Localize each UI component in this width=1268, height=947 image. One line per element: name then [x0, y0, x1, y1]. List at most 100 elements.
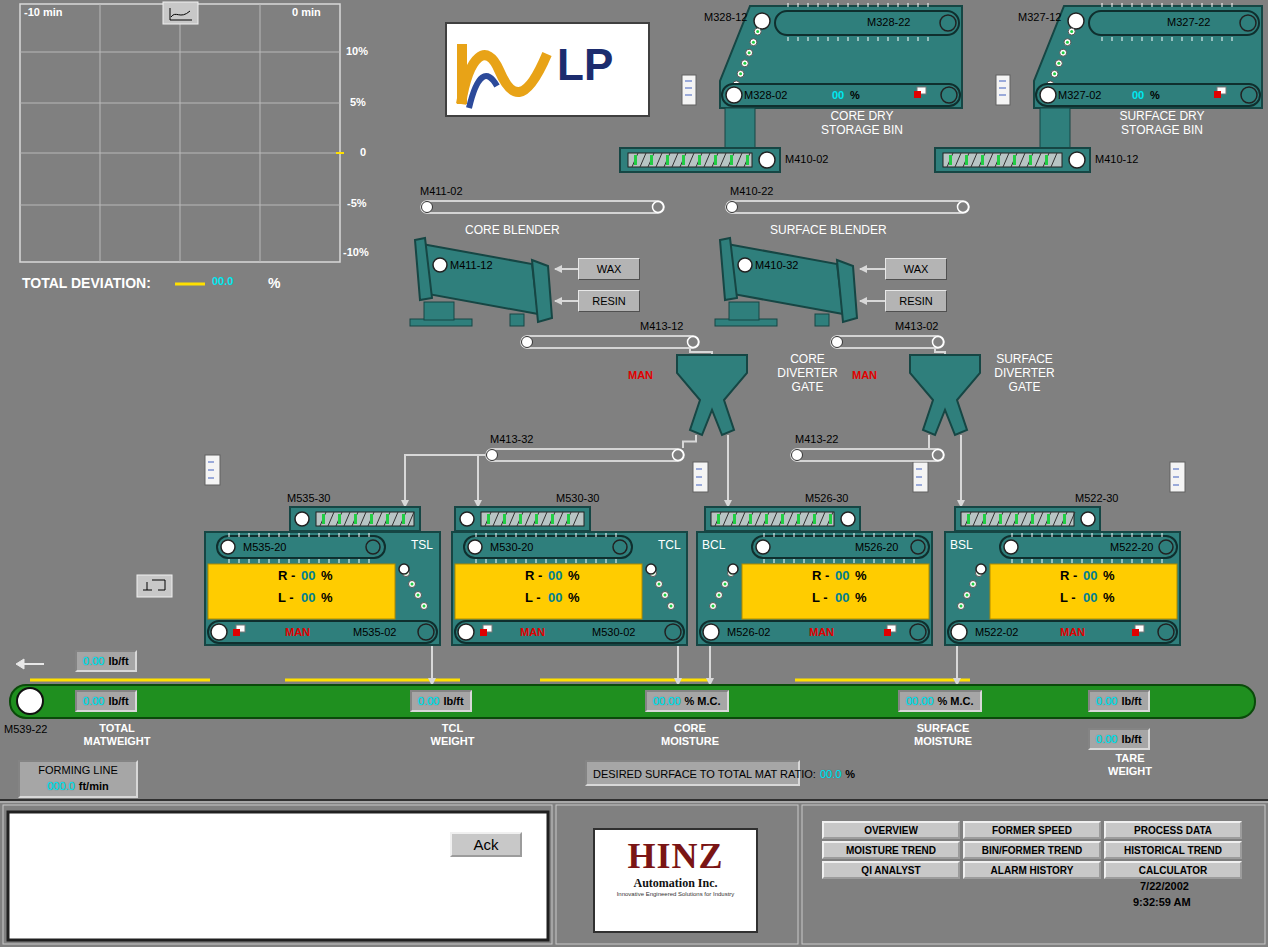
node-text: M327-22: [1167, 16, 1210, 29]
screen-label: -5%: [347, 197, 367, 210]
node-text: %: [568, 591, 580, 606]
node-text: L -: [812, 591, 828, 606]
node-text: 00: [548, 591, 562, 606]
node-text: 0.00: [1096, 695, 1117, 707]
conveyor-belt: M413-32: [485, 448, 685, 462]
flow-line: [928, 435, 930, 448]
node-text: MAN: [809, 626, 834, 639]
node-text: 000.0: [47, 780, 75, 792]
node-text: BSL: [950, 539, 973, 553]
nav-button: FORMER SPEED: [963, 821, 1101, 839]
node-text: HINZ: [597, 838, 754, 876]
node-text: 00.0: [820, 768, 841, 780]
additive-box: WAX: [885, 258, 947, 280]
screen-label: TOTAL DEVIATION:: [22, 275, 151, 291]
node-text: R -: [812, 569, 829, 584]
node-text: M413-22: [795, 433, 838, 446]
node-text: WAX: [904, 263, 929, 275]
node-text: 00: [1083, 569, 1097, 584]
node-text: M413-12: [640, 320, 683, 333]
screen-label: 0 min: [292, 6, 321, 19]
screen-label: 0: [360, 146, 366, 159]
screen-label: -10%: [343, 246, 369, 259]
flow-line: [683, 435, 696, 448]
direction-arrow: [16, 659, 44, 669]
node-text: %: [568, 569, 580, 584]
additive-box: WAX: [578, 258, 640, 280]
node-text: lb/ft: [443, 695, 463, 707]
node-text: SURFACE DRY STORAGE BIN: [1112, 110, 1212, 138]
additive-box: RESIN: [578, 290, 640, 312]
node-text: M522-02: [975, 626, 1018, 639]
flow-line: [405, 455, 485, 507]
node-text: 00: [301, 591, 315, 606]
screen-label: CORE MOISTURE: [650, 722, 730, 747]
metering-screw: M410-02: [620, 148, 780, 172]
node-text: MAN: [285, 626, 310, 639]
node-text: 00: [1083, 591, 1097, 606]
node-text: 00.00: [906, 695, 934, 707]
trend-graph: [20, 4, 344, 262]
node-text: ALARM HISTORY: [991, 865, 1074, 876]
node-text: M526-02: [727, 626, 770, 639]
shape: [520, 335, 700, 349]
node-text: MAN: [852, 369, 877, 382]
node-text: 00: [548, 569, 562, 584]
shape: [790, 448, 945, 462]
node-text: M410-12: [1095, 153, 1138, 166]
ratio-display: DESIRED SURFACE TO TOTAL MAT RATIO:00.0%: [585, 760, 800, 786]
shape: [620, 148, 780, 172]
speed-display: FORMING LINE000.0ft/min: [18, 760, 138, 798]
node-text: 00: [1132, 89, 1144, 102]
node-text: DESIRED SURFACE TO TOTAL MAT RATIO:: [593, 768, 816, 780]
node-text: R -: [525, 569, 542, 584]
storage-bin: M327-12M327-22M327-0200%SURFACE DRY STOR…: [994, 3, 1264, 128]
node-text: 00.00: [653, 695, 681, 707]
node-text: % M.C.: [938, 695, 974, 707]
node-text: 0.00: [1096, 733, 1117, 745]
nav-button: MOISTURE TREND: [822, 841, 960, 859]
node-text: FORMER SPEED: [992, 825, 1072, 836]
flow-line: [727, 435, 729, 507]
node-text: TCL: [658, 539, 681, 553]
node-text: 00: [835, 591, 849, 606]
screen-label: 5%: [350, 96, 366, 109]
node-text: M410-02: [785, 153, 828, 166]
former-button: [137, 575, 172, 597]
node-text: SURFACE BLENDER: [770, 224, 887, 238]
shape: [485, 448, 685, 462]
value-display: 0.00lb/ft: [75, 650, 137, 672]
node-text: M410-32: [755, 259, 798, 272]
node-text: M522-20: [1110, 541, 1153, 554]
screen-label: 7/22/2002: [1140, 880, 1189, 893]
node-text: QI ANALYST: [861, 865, 920, 876]
node-text: TSL: [411, 539, 433, 553]
node-text: 0.00: [83, 655, 104, 667]
node-text: BIN/FORMER TREND: [982, 845, 1083, 856]
node-text: %: [850, 89, 860, 102]
diverter-gate: MANSURFACE DIVERTER GATE: [905, 355, 985, 435]
nav-button: HISTORICAL TREND: [1104, 841, 1242, 859]
node-text: M535-02: [353, 626, 396, 639]
screen-label: TARE WEIGHT: [1100, 752, 1160, 777]
node-text: 00: [832, 89, 844, 102]
node-text: OVERVIEW: [864, 825, 918, 836]
flow-line: [956, 645, 958, 685]
node-text: BCL: [702, 539, 725, 553]
node-text: M411-02: [420, 185, 463, 198]
former-bin: M526-30BCLM526-20R -00%L -00%MANM526-02: [697, 507, 932, 645]
former-bin: M530-30TCLM530-20R -00%L -00%MANM530-02: [452, 507, 687, 645]
node-text: 00: [835, 569, 849, 584]
nav-button: BIN/FORMER TREND: [963, 841, 1101, 859]
node-text: R -: [1060, 569, 1077, 584]
value-display: 00.00 % M.C.: [898, 690, 982, 712]
conveyor-belt: M410-22: [725, 200, 970, 214]
node-text: M535-30: [287, 492, 330, 505]
node-text: %: [855, 591, 867, 606]
node-text: PROCESS DATA: [1134, 825, 1212, 836]
node-text: CALCULATOR: [1139, 865, 1208, 876]
flow-line: [960, 435, 962, 507]
node-text: 0.00: [83, 695, 104, 707]
